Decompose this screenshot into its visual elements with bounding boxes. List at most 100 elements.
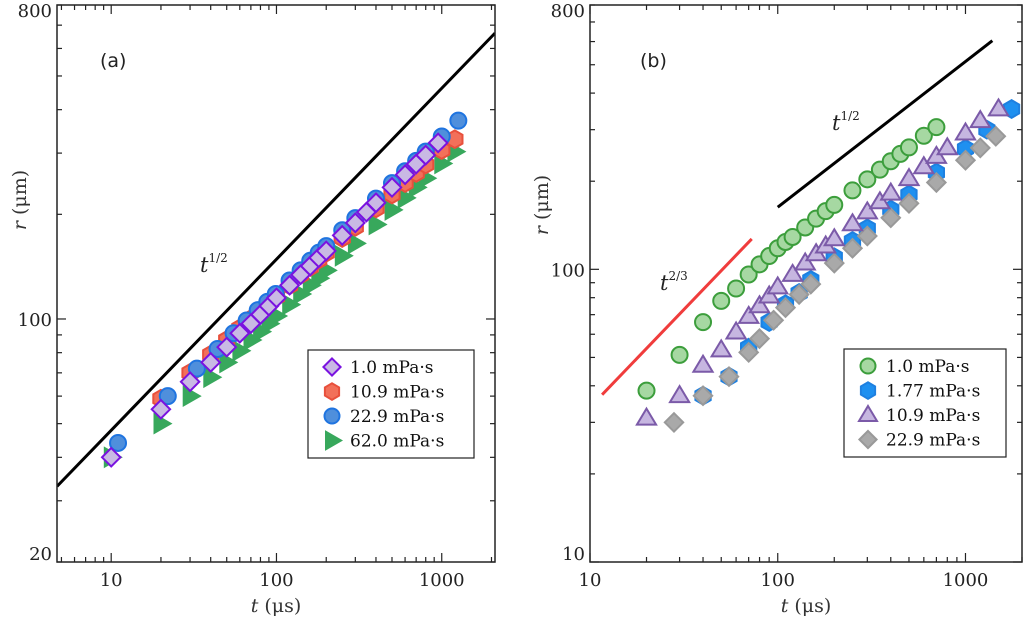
data-point [737, 304, 761, 324]
data-point [774, 296, 797, 319]
data-point [216, 336, 238, 358]
data-point [841, 212, 864, 232]
data-point [825, 195, 844, 214]
data-point [914, 126, 933, 145]
data-point [899, 138, 918, 157]
data-point [668, 384, 691, 404]
data-point [738, 341, 760, 364]
data-point [394, 164, 416, 186]
data-point [985, 125, 1007, 147]
y-axis-unit: (μm) [9, 170, 31, 221]
y-tick-label: 10 [562, 544, 585, 565]
reference-line-label-exponent: 2/3 [668, 269, 687, 283]
data-point [344, 212, 366, 234]
data-point [954, 149, 977, 171]
data-point [858, 170, 877, 189]
data-point [381, 176, 403, 199]
data-point [912, 155, 936, 175]
y-tick-label: 20 [29, 544, 52, 565]
y-axis-unit: (μm) [531, 175, 553, 226]
data-point [788, 283, 810, 306]
data-point [278, 274, 301, 296]
data-point [691, 353, 715, 373]
y-axis-label: r (μm) [9, 170, 31, 230]
data-point [709, 338, 733, 358]
x-tick-label: 1000 [943, 570, 989, 591]
reference-line-label-base: t [832, 111, 841, 135]
legend-marker [857, 404, 879, 422]
legend-marker [859, 357, 877, 375]
legend-label: 1.77 mPa·s [886, 382, 980, 402]
y-axis-label: r (μm) [531, 175, 553, 235]
y-axis-var: r [531, 224, 553, 235]
plot-area [601, 39, 1021, 434]
data-point [182, 385, 202, 408]
data-point [987, 97, 1010, 117]
data-point [109, 433, 128, 452]
data-point [855, 200, 879, 220]
data-point [449, 111, 468, 130]
data-point [637, 381, 656, 400]
reference-line [776, 39, 994, 209]
data-point [880, 207, 902, 229]
data-point [879, 181, 903, 201]
series-3 [663, 125, 1007, 434]
reference-line-label-exponent: 1/2 [208, 251, 227, 265]
reference-line [601, 237, 753, 396]
data-point [427, 132, 449, 154]
data-point [315, 240, 337, 262]
x-axis-label: t (μs) [251, 595, 302, 617]
data-point [748, 327, 771, 350]
x-axis-unit: (μs) [258, 595, 301, 617]
data-point [384, 198, 404, 221]
data-point [898, 192, 920, 215]
x-tick-label: 10 [100, 570, 123, 591]
panel-label: (a) [100, 50, 126, 72]
data-point [179, 371, 201, 393]
data-point [265, 287, 288, 309]
data-point [800, 273, 822, 295]
legend: 1.0 mPa·s10.9 mPa·s22.9 mPa·s62.0 mPa·s [307, 349, 475, 459]
data-point [663, 411, 685, 434]
data-point [415, 144, 437, 166]
legend-marker [325, 430, 344, 451]
data-point [823, 252, 845, 274]
y-axis-var: r [9, 219, 31, 230]
data-point [822, 227, 846, 247]
data-point [843, 181, 862, 200]
reference-line-label-base: t [660, 271, 669, 295]
data-point [692, 385, 714, 407]
data-point [925, 171, 948, 194]
data-point [282, 293, 302, 316]
x-tick-label: 10 [579, 570, 602, 591]
data-point [200, 351, 222, 374]
data-point [748, 294, 771, 314]
reference-line-label: t1/2 [832, 109, 860, 135]
data-point [724, 320, 748, 340]
legend-label: 1.0 mPa·s [350, 358, 434, 378]
legend-label: 22.9 mPa·s [886, 431, 980, 451]
data-point [897, 167, 921, 187]
legend-label: 10.9 mPa·s [886, 406, 980, 426]
reference-line-label-exponent: 1/2 [840, 109, 859, 123]
data-point [739, 265, 758, 284]
data-point [670, 345, 689, 364]
y-tick-label: 100 [18, 310, 52, 331]
reference-line-label-base: t [200, 253, 209, 277]
legend-marker [323, 382, 341, 401]
reference-line-label: t2/3 [660, 269, 688, 295]
data-point [968, 109, 992, 129]
data-point [954, 121, 977, 141]
reference-line-label: t1/2 [200, 251, 228, 277]
data-point [927, 118, 946, 137]
data-point [243, 329, 263, 351]
data-point [856, 225, 878, 247]
data-point [781, 262, 804, 282]
plot-frame [589, 4, 1023, 563]
legend-label: 10.9 mPa·s [350, 383, 444, 403]
data-point [841, 237, 864, 259]
data-point [783, 227, 802, 246]
